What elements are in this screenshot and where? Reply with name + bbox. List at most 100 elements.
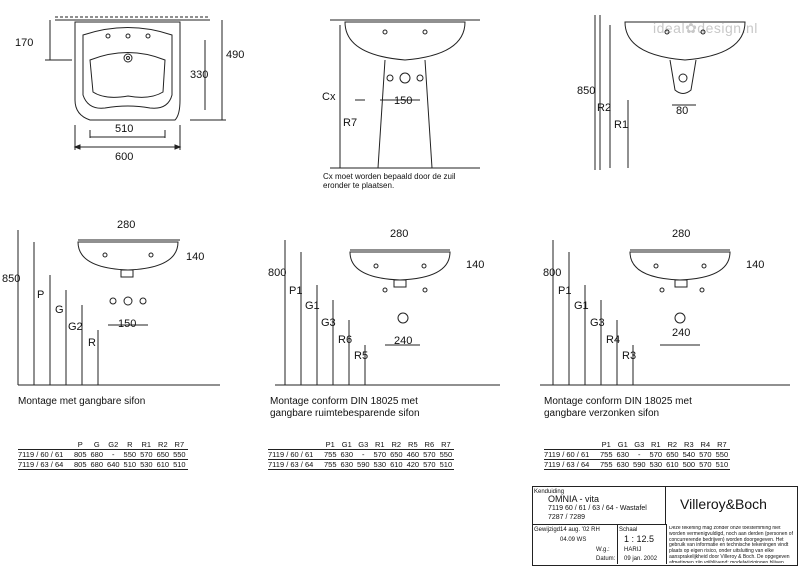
product-name: OMNIA - vita [548, 494, 600, 504]
v2-caption: Montage conform DIN 18025 met gangbare r… [270, 396, 420, 419]
t1-h6: R2 [154, 440, 172, 450]
dim-150-top: 150 [394, 95, 413, 107]
cell: 630 [338, 449, 356, 460]
label-r7: R7 [343, 117, 358, 129]
v1-caption: Montage met gangbare sifon [18, 396, 146, 407]
t3-h2: G1 [614, 440, 632, 450]
schaal-value: 1 : 12.5 [624, 534, 655, 544]
t1-h0 [18, 440, 72, 450]
cell: 570 [421, 459, 438, 470]
cell: 530 [647, 459, 665, 470]
cell: 610 [154, 459, 172, 470]
dim-170: 170 [15, 37, 34, 49]
v3-caption: Montage conform DIN 18025 met gangbare v… [544, 396, 692, 419]
v3-width: 280 [672, 228, 691, 240]
cell: 530 [138, 459, 155, 470]
v1-label-p: P [37, 289, 45, 301]
v2-label-r6: R6 [338, 334, 353, 346]
cell: 7119 / 63 / 64 [268, 459, 322, 470]
cell: 550 [121, 449, 139, 460]
title-block-disclaimer-cell [666, 524, 797, 564]
cell: 530 [371, 459, 389, 470]
v1-depth: 140 [186, 251, 205, 263]
v3-label-p1: P1 [558, 285, 572, 297]
cell: 610 [388, 459, 405, 470]
cell: 630 [614, 459, 632, 470]
v2-label-g3: G3 [321, 317, 336, 329]
product-desc-1: 7119 60 / 61 / 63 / 64 - Wastafel [548, 505, 647, 512]
watermark-text: ideal✿design.nl [653, 20, 758, 36]
cell: 650 [664, 449, 681, 460]
label-cx: Cx [322, 91, 336, 103]
cell: 550 [437, 449, 455, 460]
dim-600: 600 [115, 151, 134, 163]
side-view-column [594, 15, 746, 170]
dim-850-top: 850 [577, 85, 596, 97]
v2-height: 800 [268, 267, 287, 279]
v1-height: 850 [2, 273, 21, 285]
schaal-label: Schaal [619, 527, 638, 533]
cell: 510 [713, 459, 731, 470]
t3-h5: R2 [664, 440, 681, 450]
datum-label: Datum: [596, 556, 616, 562]
bottom-view-3 [540, 240, 790, 386]
t1-h1: P [72, 440, 89, 450]
t3-h6: R3 [680, 440, 698, 450]
cell: - [355, 449, 372, 460]
bottom-view-1 [17, 230, 220, 386]
t3-h7: R4 [697, 440, 714, 450]
t3-h1: P1 [598, 440, 615, 450]
column-note: Cx moet worden bepaald door de zuil eron… [323, 172, 456, 190]
cell: 570 [138, 449, 155, 460]
table-2: P1 G1 G3 R1 R2 R5 R6 R7 7119 / 60 / 61 7… [268, 440, 455, 470]
t3-h0 [544, 440, 598, 450]
cell: 540 [680, 449, 698, 460]
cell: 650 [388, 449, 405, 460]
t2-h8: R7 [437, 440, 455, 450]
t2-h1: P1 [322, 440, 339, 450]
t2-h3: G3 [355, 440, 372, 450]
t2-h2: G1 [338, 440, 356, 450]
cell: 7119 / 60 / 61 [268, 449, 322, 460]
wg-value: HARIJ [624, 547, 642, 553]
gewijzigd-value: 14 aug. '02 RH [560, 527, 600, 533]
v2-label-p1: P1 [289, 285, 303, 297]
cell: 570 [421, 449, 438, 460]
datum-value: 09 jan. 2002 [624, 556, 658, 562]
t1-h3: G2 [105, 440, 122, 450]
table-row: 7119 / 63 / 64 755 630 590 530 610 420 5… [268, 459, 455, 470]
cell: 7119 / 63 / 64 [544, 459, 598, 470]
t2-h4: R1 [371, 440, 389, 450]
cell: 7119 / 60 / 61 [18, 449, 72, 460]
kenduiding-label: Kenduiding [534, 489, 565, 495]
v1-bottom-dim: 150 [118, 318, 137, 330]
dim-80: 80 [676, 105, 689, 117]
cell: 650 [154, 449, 172, 460]
table-row: 7119 / 60 / 61 755 630 - 570 650 460 570… [268, 449, 455, 460]
revision-date: 04.09 WS [560, 537, 587, 543]
cell: 570 [697, 449, 714, 460]
dim-490: 490 [226, 49, 245, 61]
cell: 7119 / 60 / 61 [544, 449, 598, 460]
cell: 510 [171, 459, 188, 470]
v2-label-g1: G1 [305, 300, 320, 312]
t1-h5: R1 [138, 440, 155, 450]
t2-h0 [268, 440, 322, 450]
v3-bottom-dim: 240 [672, 327, 691, 339]
cell: 510 [437, 459, 455, 470]
wg-label: W.g.: [596, 547, 610, 553]
table-row: 7119 / 63 / 64 755 630 590 530 610 500 5… [544, 459, 731, 470]
table-row: 7119 / 63 / 64 805 680 640 510 530 610 5… [18, 459, 188, 470]
cell: 805 [72, 449, 89, 460]
cell: 500 [680, 459, 698, 470]
cell: 510 [121, 459, 139, 470]
cell: 755 [598, 459, 615, 470]
cell: 550 [713, 449, 731, 460]
plan-view [45, 16, 226, 150]
cell: 755 [322, 449, 339, 460]
label-r2: R2 [597, 102, 612, 114]
title-block-date-cell [532, 524, 618, 564]
cell: 460 [404, 449, 422, 460]
v3-label-r4: R4 [606, 334, 621, 346]
v2-bottom-dim: 240 [394, 335, 413, 347]
